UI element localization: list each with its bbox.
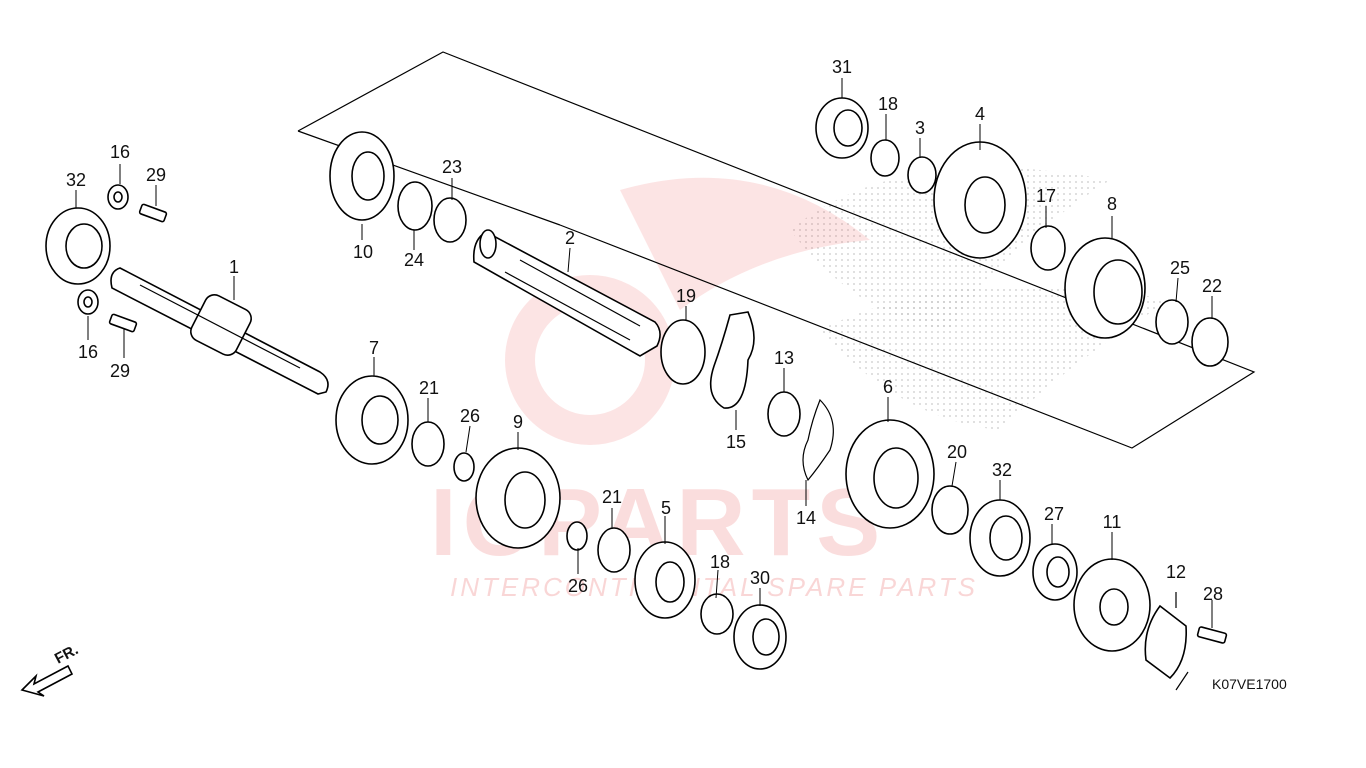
callout-labels: 1 2 3 4 5 6 7 8 9 10 11 12 13 14 15 16 1… — [66, 57, 1223, 604]
callout-7: 7 — [369, 338, 379, 358]
grouping-frame — [297, 51, 1256, 449]
gear-8 — [1064, 237, 1146, 339]
callout-30: 30 — [750, 568, 770, 588]
callout-27: 27 — [1044, 504, 1064, 524]
countershaft — [472, 229, 661, 357]
callout-8: 8 — [1107, 194, 1117, 214]
callout-15: 15 — [726, 432, 746, 452]
callout-9: 9 — [513, 412, 523, 432]
gear-6 — [845, 419, 935, 529]
callout-21a: 21 — [419, 378, 439, 398]
washers-clips — [77, 139, 1229, 635]
gear-5 — [634, 541, 696, 619]
gear-10 — [329, 131, 395, 221]
callout-12: 12 — [1166, 562, 1186, 582]
callout-13: 13 — [774, 348, 794, 368]
diagram-code: K07VE1700 — [1212, 676, 1287, 692]
callout-24: 24 — [404, 250, 424, 270]
callout-2: 2 — [565, 228, 575, 248]
bearing-27 — [1032, 543, 1078, 601]
leader-lines — [75, 78, 1213, 628]
callout-32a: 32 — [66, 170, 86, 190]
gear-4 — [933, 141, 1027, 259]
callout-19: 19 — [676, 286, 696, 306]
callout-6: 6 — [883, 377, 893, 397]
callout-29b: 29 — [110, 361, 130, 381]
callout-16a: 16 — [110, 142, 130, 162]
callout-31: 31 — [832, 57, 852, 77]
callout-22: 22 — [1202, 276, 1222, 296]
callout-28: 28 — [1203, 584, 1223, 604]
callout-10: 10 — [353, 242, 373, 262]
sprocket-11 — [1073, 558, 1151, 652]
clip-14 — [802, 398, 834, 482]
callout-20: 20 — [947, 442, 967, 462]
callout-23: 23 — [442, 157, 462, 177]
callout-32b: 32 — [992, 460, 1012, 480]
front-arrow-icon — [20, 664, 74, 697]
bearing-32-right — [969, 499, 1031, 577]
callout-26a: 26 — [460, 406, 480, 426]
callout-26b: 26 — [568, 576, 588, 596]
callout-18b: 18 — [710, 552, 730, 572]
direction-label: FR. — [52, 641, 81, 667]
callout-1: 1 — [229, 257, 239, 277]
callout-29a: 29 — [146, 165, 166, 185]
callout-17: 17 — [1036, 186, 1056, 206]
callout-16b: 16 — [78, 342, 98, 362]
bearing-30 — [733, 604, 787, 670]
callout-14: 14 — [796, 508, 816, 528]
gear-9 — [475, 447, 561, 549]
gear-7 — [335, 375, 409, 465]
front-direction-indicator: FR. — [20, 641, 81, 697]
bearing-32-left — [45, 207, 111, 285]
callout-5: 5 — [661, 498, 671, 518]
callout-25: 25 — [1170, 258, 1190, 278]
callout-3: 3 — [915, 118, 925, 138]
mainshaft — [110, 267, 329, 395]
bearing-31 — [815, 97, 869, 159]
callout-11: 11 — [1103, 512, 1122, 532]
callout-21b: 21 — [602, 487, 622, 507]
callout-4: 4 — [975, 104, 985, 124]
plate-15 — [709, 311, 755, 409]
plate-12 — [1144, 604, 1187, 680]
bolts — [108, 203, 1228, 644]
callout-18a: 18 — [878, 94, 898, 114]
